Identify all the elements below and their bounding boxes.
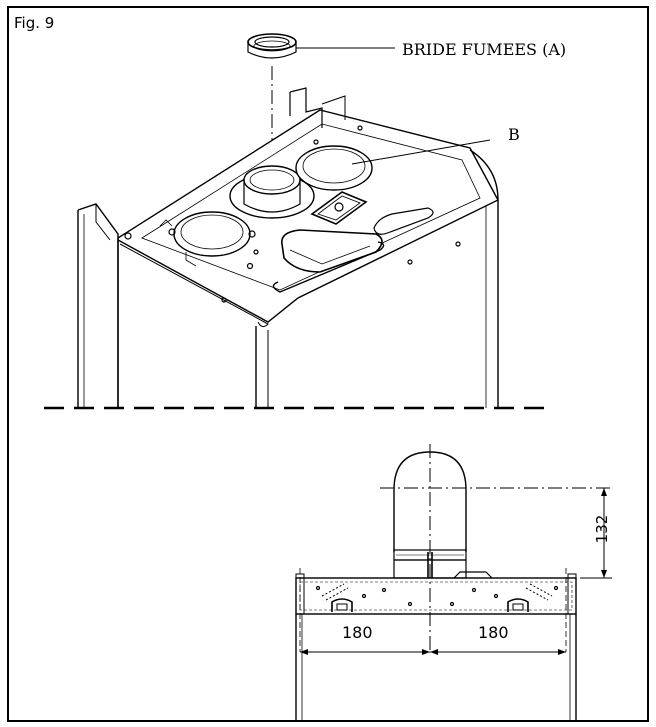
boiler-front-view (295, 444, 612, 721)
figure-label: Fig. 9 (14, 14, 55, 32)
top-plate (295, 573, 577, 615)
central-flue-outlet (229, 165, 315, 219)
boiler-isometric-view (77, 33, 499, 408)
dimension-180-right-label: 180 (478, 623, 509, 642)
dimension-180 (300, 649, 566, 655)
dimension-132 (580, 488, 612, 579)
dimension-180-left-label: 180 (342, 623, 373, 642)
condensate-fitting (281, 229, 383, 273)
left-air-intake (168, 211, 256, 257)
dimension-132-label: 132 (593, 514, 611, 544)
b-callout: B (508, 125, 520, 144)
flue-terminal (393, 451, 493, 579)
sampling-port (310, 191, 368, 225)
air-inlet-b (295, 145, 373, 191)
flange-callout: BRIDE FUMEES (A) (402, 40, 567, 59)
figure-border (7, 6, 649, 722)
flue-flange (247, 33, 297, 59)
b-leader (351, 139, 491, 165)
